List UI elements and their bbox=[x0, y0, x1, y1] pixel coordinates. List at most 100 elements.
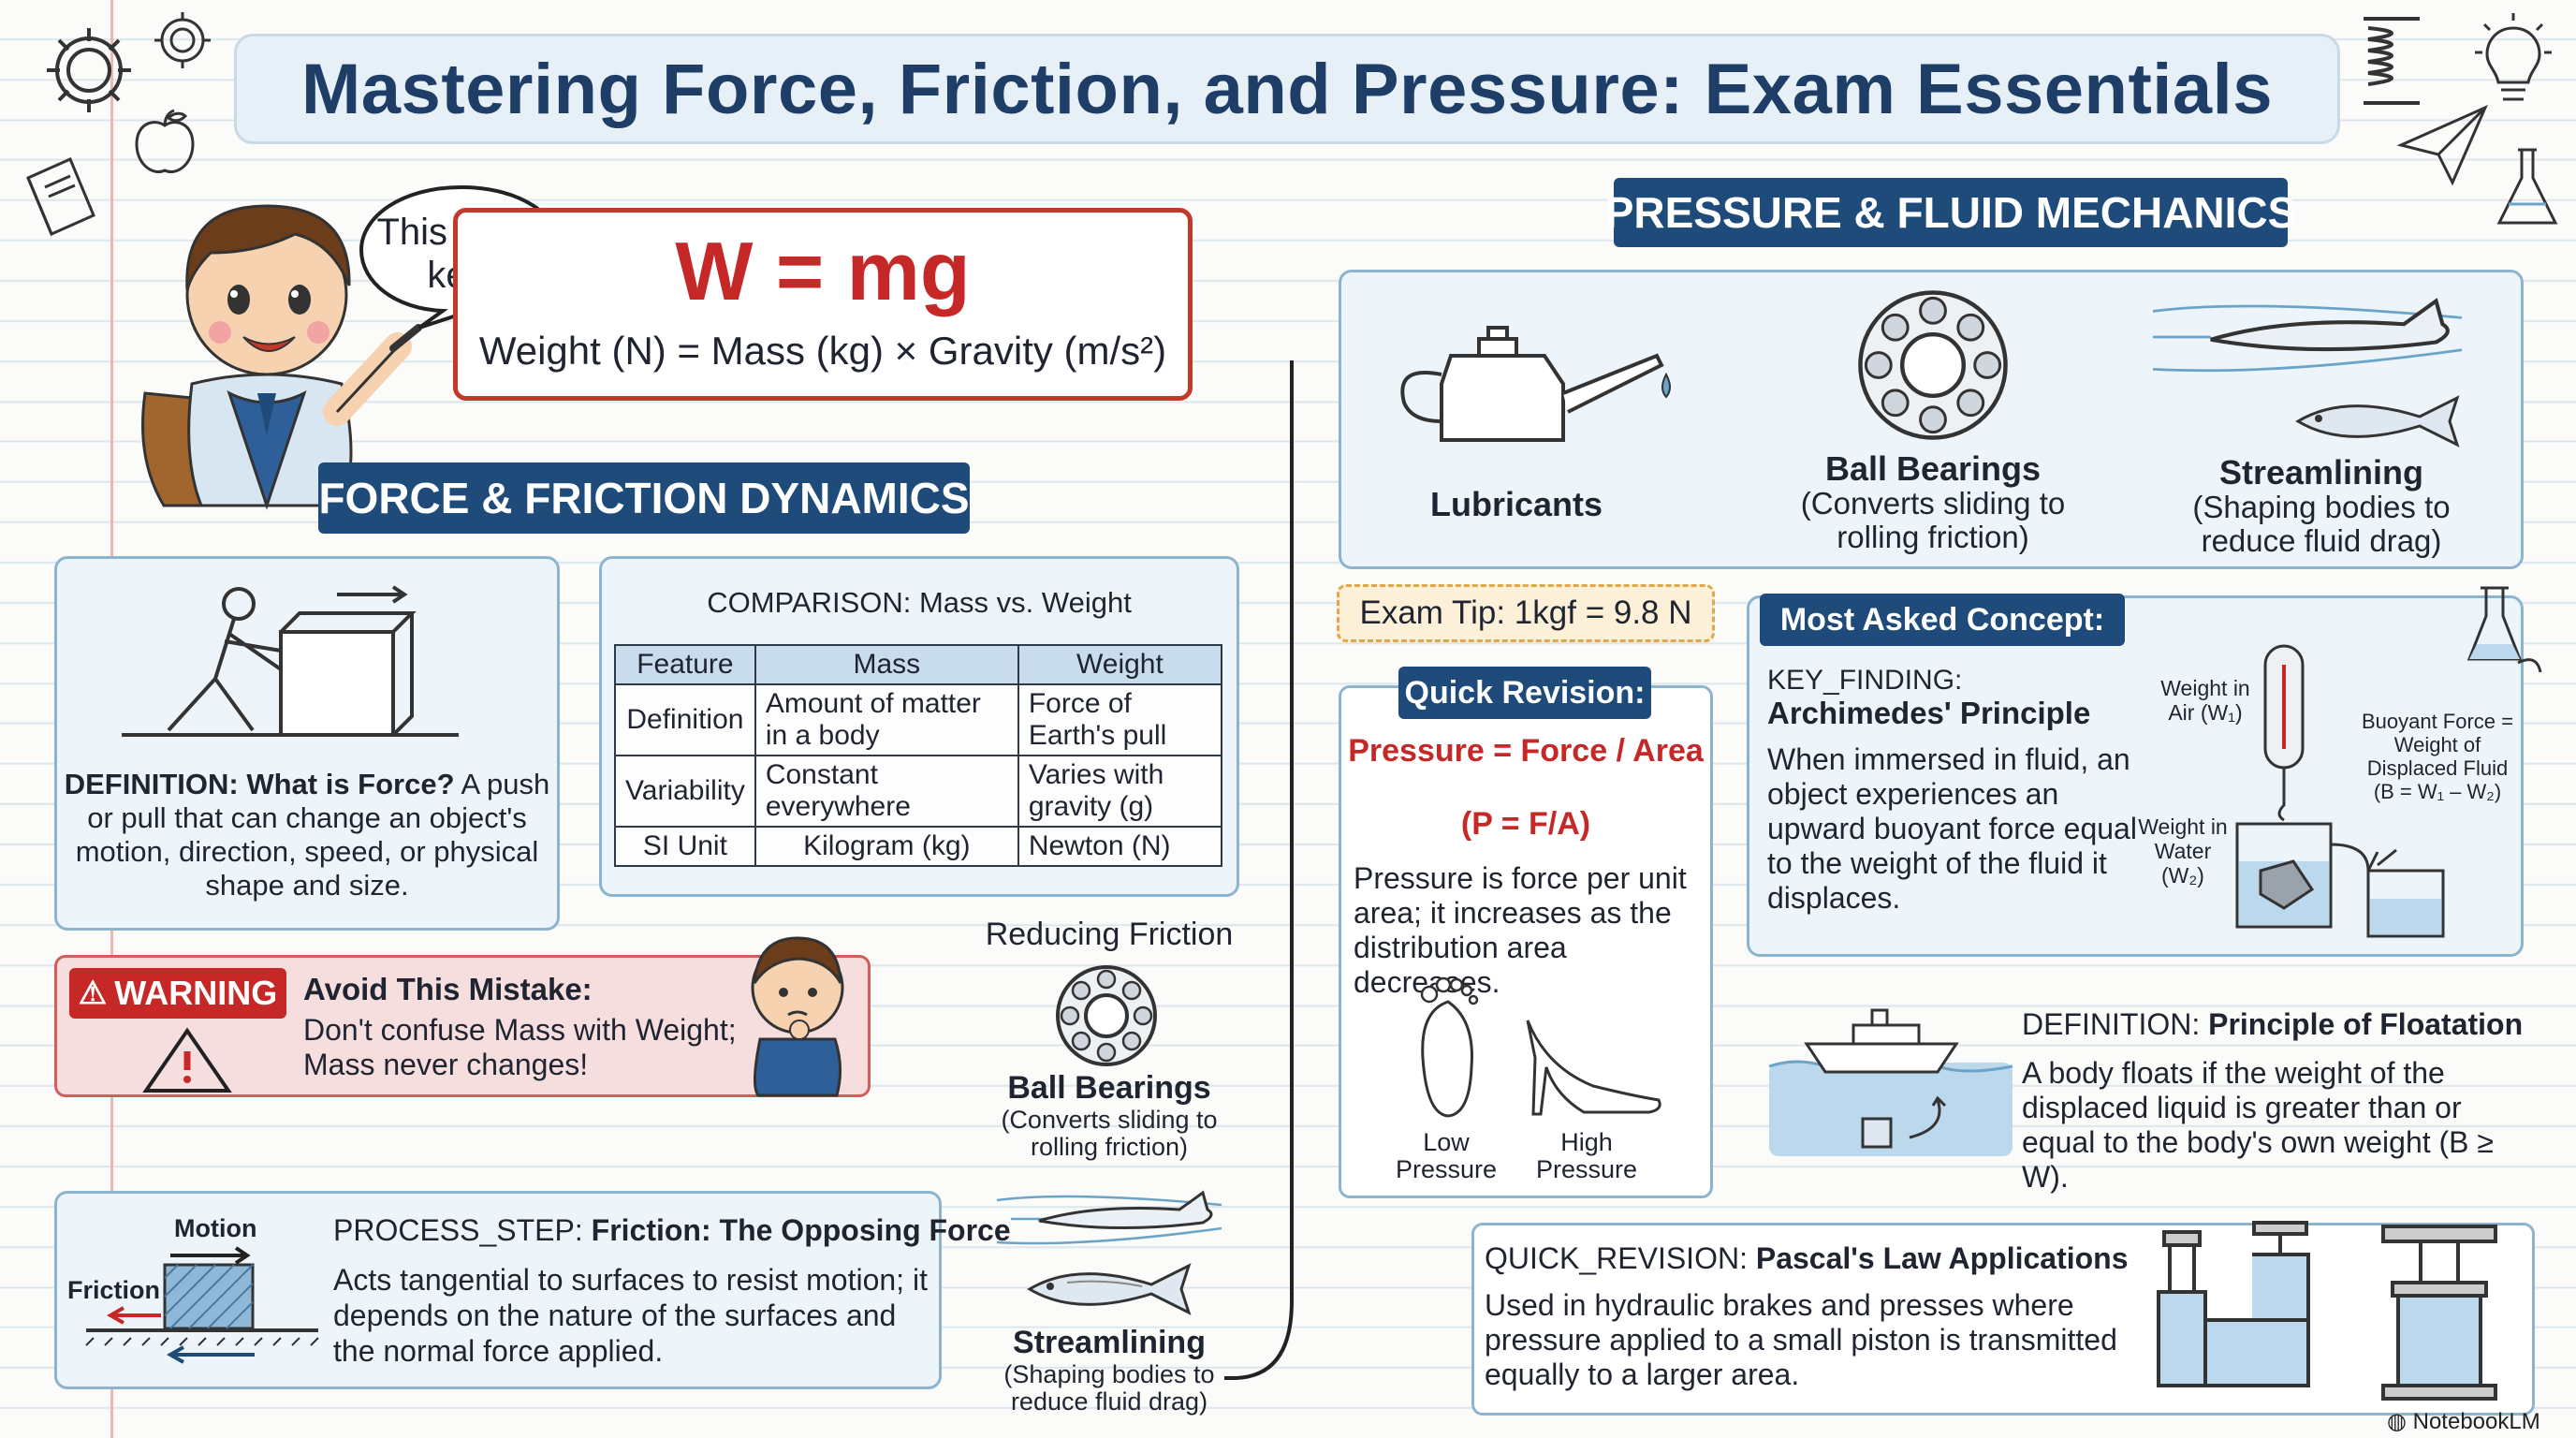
reducing-stream-title: Streamlining bbox=[1013, 1325, 1206, 1360]
book-icon bbox=[26, 157, 95, 236]
archimedes-panel bbox=[1747, 595, 2524, 957]
warning-badge-label: WARNING bbox=[114, 974, 278, 1012]
spring-balance-beaker-illustration bbox=[2235, 644, 2445, 938]
table-cell: Definition bbox=[614, 683, 756, 756]
pressure-definition-body: Pressure is force per unit area; it incr… bbox=[1354, 861, 1687, 999]
pascal-body: Used in hydraulic brakes and presses whe… bbox=[1485, 1288, 2117, 1391]
archimedes-title: Archimedes' Principle bbox=[1767, 696, 2091, 730]
table-cell: Newton (N) bbox=[1017, 826, 1223, 867]
table-row: Variability Constant everywhere Varies w… bbox=[614, 755, 1223, 828]
floatation-title: Principle of Floatation bbox=[2208, 1007, 2524, 1041]
friction-label: Friction bbox=[67, 1276, 160, 1304]
quick-revision-tag: Quick Revision: bbox=[1398, 667, 1651, 719]
pascal-label: QUICK_REVISION: bbox=[1485, 1241, 1748, 1275]
worried-boy-illustration bbox=[751, 936, 844, 1097]
brand-label: ◍ NotebookLM bbox=[2387, 1404, 2540, 1438]
table-cell: Force of Earth's pull bbox=[1017, 683, 1223, 756]
force-definition-label: DEFINITION: bbox=[64, 768, 239, 800]
push-box-illustration bbox=[122, 585, 459, 737]
formula-main: W = mg bbox=[675, 225, 971, 317]
pressure-formula-words: Pressure = Force / Area bbox=[1348, 733, 1704, 769]
paper-plane-icon bbox=[2396, 105, 2488, 186]
force-definition-body: A push or pull that can change an object… bbox=[75, 768, 550, 902]
notebooklm-logo-icon: ◍ bbox=[2387, 1409, 2407, 1434]
warning-body: Don't confuse Mass with Weight; Mass nev… bbox=[303, 1013, 737, 1081]
archimedes-body: When immersed in fluid, an object experi… bbox=[1767, 742, 2137, 915]
force-section-banner: FORCE & FRICTION DYNAMICS bbox=[318, 462, 970, 534]
pascal-heading: QUICK_REVISION: Pascal's Law Application… bbox=[1485, 1241, 2129, 1276]
floatation-heading: DEFINITION: Principle of Floatation bbox=[2022, 1007, 2523, 1042]
table-header-cell: Feature bbox=[614, 644, 756, 685]
pascal-title: Pascal's Law Applications bbox=[1755, 1241, 2129, 1275]
table-cell: Varies with gravity (g) bbox=[1017, 755, 1223, 828]
fish-icon bbox=[1027, 1263, 1192, 1315]
ball-bearing-icon bbox=[1056, 965, 1157, 1066]
reducing-stream-sub: (Shaping bodies to reduce fluid drag) bbox=[1003, 1360, 1215, 1416]
ship-floating-illustration bbox=[1768, 1008, 2013, 1156]
ball-bearing-icon bbox=[1858, 290, 2008, 440]
motion-label: Motion bbox=[174, 1214, 257, 1242]
force-definition-panel bbox=[54, 556, 560, 931]
fluid-bearing-title: Ball Bearings bbox=[1824, 449, 2042, 488]
high-heel-icon bbox=[1526, 1020, 1661, 1116]
high-pressure-label: High Pressure bbox=[1535, 1128, 1638, 1183]
page-title: Mastering Force, Friction, and Pressure:… bbox=[300, 49, 2274, 129]
most-asked-tag: Most Asked Concept: bbox=[1760, 594, 2125, 646]
force-definition-title: What is Force? bbox=[246, 768, 455, 800]
lightbulb-icon bbox=[2475, 13, 2552, 101]
friction-block-illustration bbox=[85, 1246, 319, 1364]
column-divider-bracket bbox=[1224, 360, 1294, 1380]
table-cell: Variability bbox=[614, 755, 756, 828]
warning-title: Avoid This Mistake: bbox=[303, 972, 593, 1006]
flask-icon bbox=[2496, 148, 2558, 225]
fluid-bearing-sub: (Converts sliding to rolling friction) bbox=[1800, 486, 2066, 554]
gear-icon bbox=[47, 28, 131, 112]
fluid-stream-title: Streamlining bbox=[2218, 453, 2424, 492]
process-heading: PROCESS_STEP: Friction: The Opposing For… bbox=[333, 1213, 1011, 1248]
warning-sign-icon bbox=[142, 1027, 232, 1093]
hydraulic-press-illustration bbox=[2157, 1221, 2497, 1401]
foot-print-icon bbox=[1420, 976, 1479, 1118]
table-cell: Amount of matter in a body bbox=[754, 683, 1019, 756]
oil-can-icon bbox=[1400, 326, 1671, 442]
warning-badge: ⚠ WARNING bbox=[69, 968, 286, 1019]
lubricants-label: Lubricants bbox=[1429, 485, 1603, 523]
boy-character-illustration bbox=[141, 204, 422, 510]
airplane-streamline-icon bbox=[996, 1190, 1222, 1245]
fish-icon bbox=[2295, 395, 2460, 448]
pressure-section-banner: PRESSURE & FLUID MECHANICS bbox=[1605, 178, 2296, 247]
table-header-row: Feature Mass Weight bbox=[614, 644, 1223, 685]
flask-pouring-icon bbox=[2466, 586, 2542, 673]
archimedes-label: KEY_FINDING: bbox=[1767, 665, 1963, 696]
table-cell: Kilogram (kg) bbox=[754, 826, 1019, 867]
weight-in-air-label: Weight in Air (W₁) bbox=[2160, 676, 2250, 725]
table-header-cell: Weight bbox=[1017, 644, 1223, 685]
formula-detail: Weight (N) = Mass (kg) × Gravity (m/s²) bbox=[478, 329, 1167, 373]
low-pressure-label: Low Pressure bbox=[1395, 1128, 1498, 1183]
table-header-cell: Mass bbox=[754, 644, 1019, 685]
fluid-stream-sub: (Shaping bodies to reduce fluid drag) bbox=[2192, 490, 2451, 558]
gear-icon bbox=[154, 12, 211, 68]
process-title: Friction: The Opposing Force bbox=[591, 1213, 1011, 1247]
process-label: PROCESS_STEP: bbox=[333, 1213, 583, 1247]
table-row: SI Unit Kilogram (kg) Newton (N) bbox=[614, 826, 1223, 867]
process-body: Acts tangential to surfaces to resist mo… bbox=[333, 1263, 928, 1368]
table-cell: SI Unit bbox=[614, 826, 756, 867]
comparison-caption-label: COMPARISON: bbox=[707, 586, 912, 619]
apple-icon bbox=[135, 109, 195, 173]
airplane-streamline-icon bbox=[2152, 298, 2463, 373]
weight-in-water-label: Weight in Water (W₂) bbox=[2138, 814, 2228, 888]
pressure-formula-symbols: (P = F/A) bbox=[1460, 806, 1591, 842]
title-box: Mastering Force, Friction, and Pressure:… bbox=[234, 34, 2340, 144]
floatation-body: A body floats if the weight of the displ… bbox=[2022, 1056, 2494, 1194]
reducing-friction-title: Reducing Friction bbox=[985, 917, 1234, 952]
warning-triangle-icon: ⚠ bbox=[78, 976, 108, 1011]
reducing-bearing-sub: (Converts sliding to rolling friction) bbox=[1001, 1106, 1218, 1161]
pascal-panel bbox=[1471, 1223, 2535, 1416]
comparison-caption: COMPARISON: Mass vs. Weight bbox=[599, 585, 1239, 620]
mass-weight-table: Feature Mass Weight Definition Amount of… bbox=[614, 644, 1223, 867]
table-row: Definition Amount of matter in a body Fo… bbox=[614, 683, 1223, 756]
comparison-caption-title: Mass vs. Weight bbox=[918, 586, 1132, 619]
exam-tip-box: Exam Tip: 1kgf = 9.8 N bbox=[1337, 584, 1715, 642]
formula-box bbox=[453, 208, 1193, 401]
